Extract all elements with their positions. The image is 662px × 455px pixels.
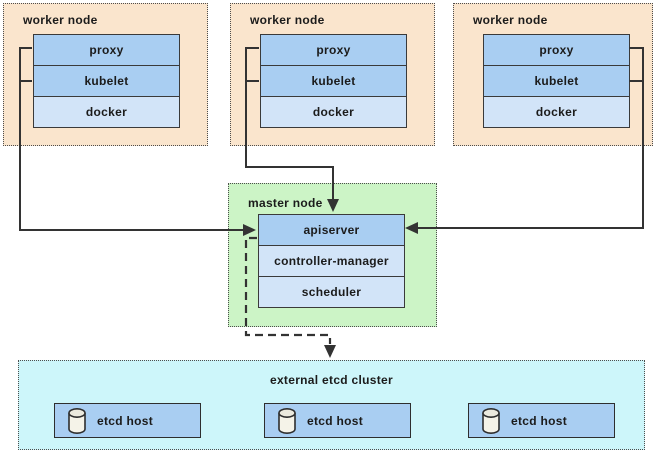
worker-node-1-title: worker node (23, 13, 98, 27)
etcd-host-3: etcd host (468, 403, 615, 438)
external-etcd-cluster: external etcd cluster etcd host etcd hos… (18, 360, 645, 450)
etcd-host-label: etcd host (511, 413, 568, 428)
docker-box: docker (33, 96, 180, 128)
master-node-components: apiserver controller-manager scheduler (258, 214, 405, 308)
proxy-box: proxy (260, 34, 407, 66)
worker-node-3: worker node proxy kubelet docker (453, 3, 653, 146)
master-node-title: master node (248, 196, 323, 210)
worker-node-2-components: proxy kubelet docker (260, 34, 407, 128)
worker-node-3-components: proxy kubelet docker (483, 34, 630, 128)
worker-node-1: worker node proxy kubelet docker (3, 3, 208, 146)
proxy-box: proxy (33, 34, 180, 66)
etcd-host-label: etcd host (97, 413, 154, 428)
etcd-host-label: etcd host (307, 413, 364, 428)
kubelet-box: kubelet (260, 65, 407, 97)
arrowhead-down-icon (324, 345, 336, 358)
database-icon (68, 407, 86, 434)
docker-box: docker (260, 96, 407, 128)
controller-manager-box: controller-manager (258, 245, 405, 277)
database-icon (482, 407, 500, 434)
worker-node-2: worker node proxy kubelet docker (230, 3, 435, 146)
proxy-box: proxy (483, 34, 630, 66)
worker-node-1-components: proxy kubelet docker (33, 34, 180, 128)
database-icon (278, 407, 296, 434)
etcd-cluster-title: external etcd cluster (269, 373, 394, 387)
apiserver-box: apiserver (258, 214, 405, 246)
etcd-host-2: etcd host (264, 403, 411, 438)
worker-node-2-title: worker node (250, 13, 325, 27)
etcd-host-1: etcd host (54, 403, 201, 438)
master-node: master node apiserver controller-manager… (228, 183, 437, 327)
kubelet-box: kubelet (33, 65, 180, 97)
scheduler-box: scheduler (258, 276, 405, 308)
kubelet-box: kubelet (483, 65, 630, 97)
worker-node-3-title: worker node (473, 13, 548, 27)
docker-box: docker (483, 96, 630, 128)
